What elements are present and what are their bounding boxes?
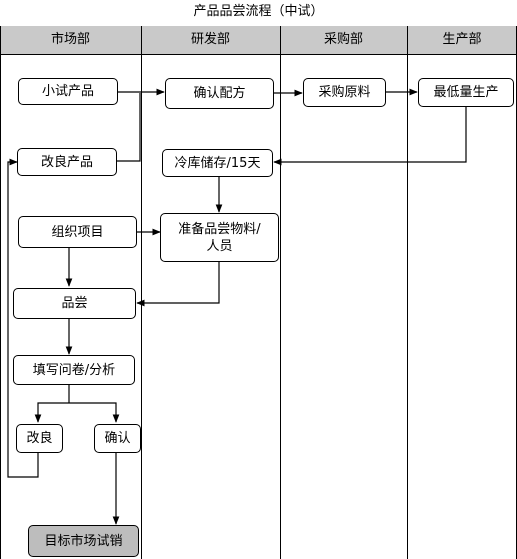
step-confirm-formula: 确认配方 (165, 78, 274, 109)
step-trial-product: 小试产品 (18, 78, 118, 105)
step-improve: 改良 (16, 424, 63, 453)
step-cold-storage: 冷库储存/15天 (162, 149, 273, 177)
step-tasting: 品尝 (13, 288, 136, 319)
arrow-split-to-confirm (69, 402, 120, 423)
step-prepare-tasting: 准备品尝物料/人员 (160, 213, 279, 262)
arrow-split-to-improve (34, 402, 69, 423)
lane-divider (141, 26, 142, 559)
arrow-production-to-storage (273, 107, 467, 166)
step-target-market-trial: 目标市场试销 (28, 525, 139, 557)
diagram-title: 产品品尝流程（中试） (193, 4, 324, 19)
lane-header-production: 生产部 (407, 26, 517, 55)
lane-divider (407, 26, 408, 559)
step-questionnaire: 填写问卷/分析 (13, 355, 135, 385)
lane-divider (0, 26, 1, 559)
step-improve-product: 改良产品 (17, 148, 117, 176)
step-organize-project: 组织项目 (18, 216, 137, 248)
line-improve-to-confirm (117, 93, 141, 162)
lane-divider (280, 26, 281, 559)
arrow-improve-loop (7, 158, 39, 478)
step-min-production: 最低量生产 (418, 78, 514, 107)
lane-header-rnd: 研发部 (141, 26, 280, 55)
arrow-prepare-to-tasting (136, 262, 220, 307)
step-purchase-materials: 采购原料 (303, 78, 386, 107)
lane-header-purchasing: 采购部 (280, 26, 407, 55)
step-confirm: 确认 (94, 424, 141, 453)
lane-header-marketing: 市场部 (0, 26, 141, 55)
swimlane-area: 市场部 研发部 采购部 生产部 (0, 26, 517, 559)
